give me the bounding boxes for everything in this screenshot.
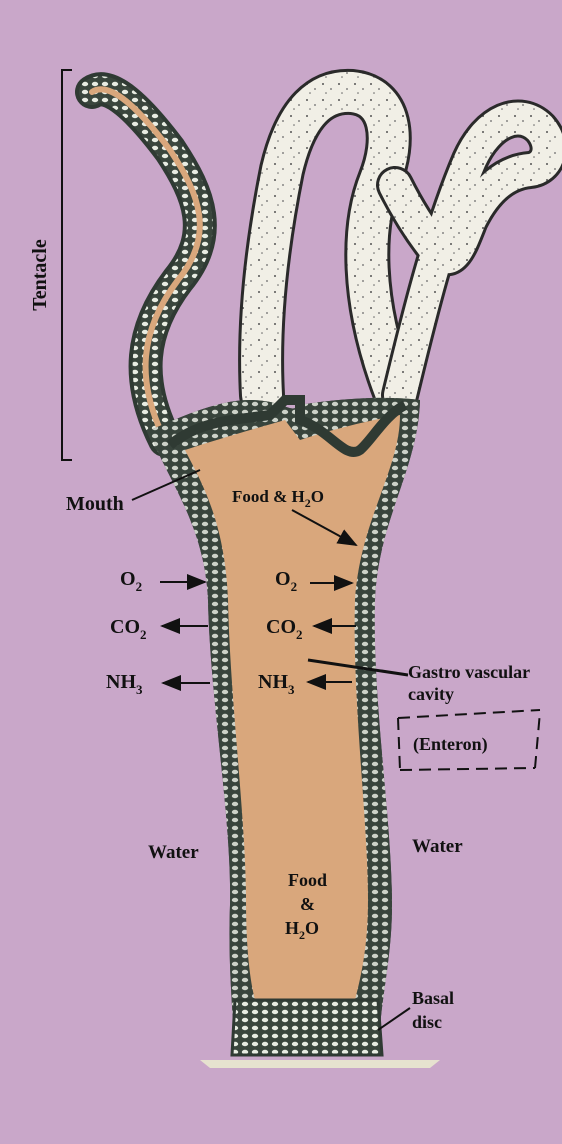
co2-left-label: CO2 <box>110 616 147 642</box>
o2-left-label: O2 <box>120 568 142 594</box>
basal-disc <box>232 1000 382 1055</box>
mouth-label: Mouth <box>66 493 124 515</box>
enteron-label: (Enteron) <box>413 734 488 755</box>
basal-pointer <box>378 1008 410 1030</box>
gastro-label-line2: cavity <box>408 684 454 704</box>
right-tentacles <box>261 92 549 395</box>
basal-label-line1: Basal <box>412 988 454 1008</box>
tentacle-bracket <box>62 70 72 460</box>
nh3-left-label: NH3 <box>106 671 143 697</box>
food-bottom-2: & <box>300 894 315 914</box>
gastro-label-line1: Gastro vascular <box>408 662 530 682</box>
basal-label-line2: disc <box>412 1012 442 1032</box>
water-right-label: Water <box>412 836 463 857</box>
water-left-label: Water <box>148 842 199 863</box>
left-tentacle <box>92 89 200 440</box>
food-bottom-1: Food <box>288 870 327 890</box>
tentacle-label: Tentacle <box>29 239 51 311</box>
